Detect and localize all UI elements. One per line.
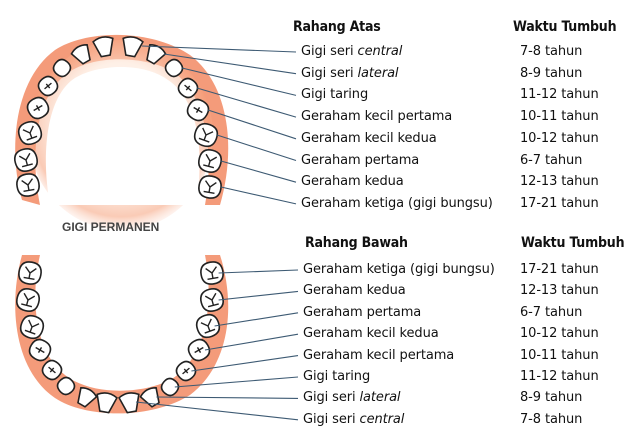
upper-tooth-name: Geraham pertama bbox=[301, 153, 419, 168]
lower-tooth-name: Gigi seri lateral bbox=[303, 390, 400, 405]
lower-eruption-age: 7-8 tahun bbox=[520, 412, 582, 427]
upper-leader-line bbox=[217, 135, 296, 161]
upper-eruption-age: 8-9 tahun bbox=[520, 66, 582, 81]
upper-tooth-name: Gigi seri lateral bbox=[301, 66, 398, 81]
lower-eruption-age: 8-9 tahun bbox=[520, 390, 582, 405]
upper-time-header: Waktu Tumbuh bbox=[513, 19, 616, 35]
upper-eruption-age: 7-8 tahun bbox=[520, 44, 582, 59]
lower-tooth-name: Geraham kecil pertama bbox=[303, 348, 454, 363]
upper-leader-line bbox=[221, 187, 296, 204]
lower-eruption-age: 11-12 tahun bbox=[520, 369, 599, 384]
arch-title: GIGI PERMANEN bbox=[62, 220, 159, 234]
upper-eruption-age: 17-21 tahun bbox=[520, 196, 599, 211]
lower-tooth-name: Geraham ketiga (gigi bungsu) bbox=[303, 262, 495, 277]
lower-leader-line bbox=[219, 270, 298, 273]
lower-eruption-age: 10-11 tahun bbox=[520, 348, 599, 363]
lower-leader-line bbox=[136, 402, 298, 420]
lower-tooth-name: Geraham pertama bbox=[303, 305, 421, 320]
lower-tooth-name: Gigi seri central bbox=[303, 412, 404, 427]
upper-jaw-header: Rahang Atas bbox=[293, 19, 381, 35]
upper-eruption-age: 12-13 tahun bbox=[520, 174, 599, 189]
lower-time-header: Waktu Tumbuh bbox=[521, 235, 624, 251]
upper-eruption-age: 11-12 tahun bbox=[520, 87, 599, 102]
lower-arch bbox=[15, 255, 228, 413]
upper-eruption-age: 10-12 tahun bbox=[520, 131, 599, 146]
lower-tooth-name: Geraham kecil kedua bbox=[303, 326, 439, 341]
lower-tooth-name: Gigi taring bbox=[303, 369, 370, 384]
lower-eruption-age: 17-21 tahun bbox=[520, 262, 599, 277]
lower-eruption-age: 6-7 tahun bbox=[520, 305, 582, 320]
lower-tooth-name: Geraham kedua bbox=[303, 283, 406, 298]
upper-tooth-name: Geraham kecil pertama bbox=[301, 109, 452, 124]
lower-eruption-age: 12-13 tahun bbox=[520, 283, 599, 298]
upper-eruption-age: 6-7 tahun bbox=[520, 153, 582, 168]
upper-tooth-name: Gigi seri central bbox=[301, 44, 402, 59]
upper-tooth-name: Gigi taring bbox=[301, 87, 368, 102]
upper-tooth-name: Geraham ketiga (gigi bungsu) bbox=[301, 196, 493, 211]
upper-leader-line bbox=[221, 161, 296, 182]
upper-tooth-name: Geraham kedua bbox=[301, 174, 404, 189]
lower-jaw-header: Rahang Bawah bbox=[305, 235, 408, 251]
lower-eruption-age: 10-12 tahun bbox=[520, 326, 599, 341]
upper-tooth-name: Geraham kecil kedua bbox=[301, 131, 437, 146]
upper-eruption-age: 10-11 tahun bbox=[520, 109, 599, 124]
lower-leader-line bbox=[219, 291, 298, 300]
